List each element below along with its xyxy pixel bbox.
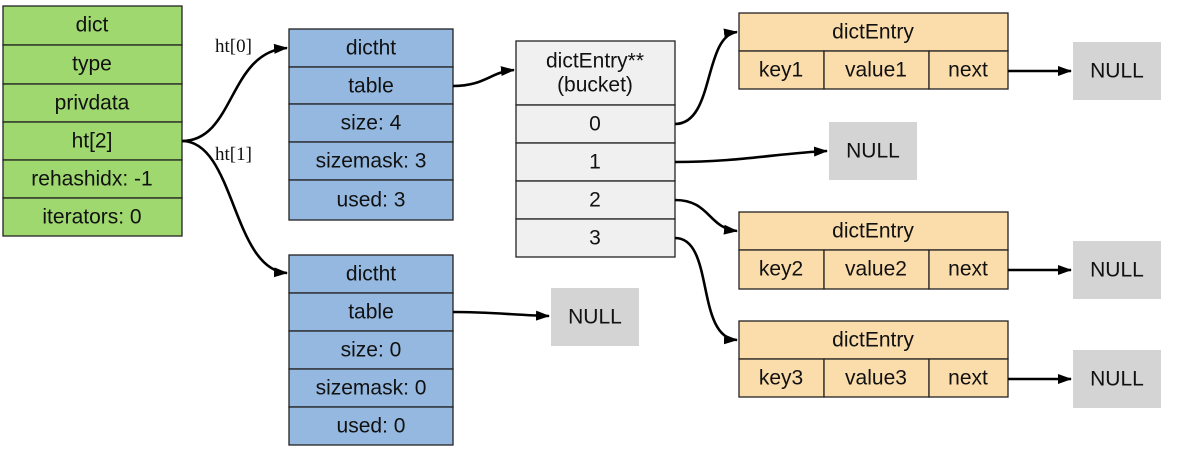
dict-entry-1-title: dictEntry [832,21,914,44]
dict-entry-3-next: next [948,367,988,390]
dict-entry-2-next-cell [928,249,1009,290]
dict-box: dict type privdata ht[2] rehashidx: -1 i… [2,5,183,237]
null-label-entry-3: NULL [1090,368,1144,391]
dictht1-sizemask-text: sizemask: 0 [316,377,427,400]
connector-arrows [181,28,1072,384]
bucket-slot-3 [515,218,676,258]
bucket-slot-0 [515,104,676,144]
dictht0-box: dictht table size: 4 sizemask: 3 used: 3 [288,28,454,221]
bucket-header-line1: dictEntry** [546,50,644,73]
dict-row-iterators [2,197,183,237]
dict-entry-2-key: key2 [759,258,803,281]
dict-iterators-text: iterators: 0 [42,206,141,229]
dictht0-table-text: table [348,75,394,98]
dict-title-text: dict [76,14,109,37]
dict-row-title [2,5,183,46]
bucket-slot-2 [515,180,676,220]
dict-rehashidx-text: rehashidx: -1 [31,168,152,191]
null-label-bucket-1: NULL [846,140,900,163]
dict-row-type [2,44,183,85]
dict-entry-1-next: next [948,59,988,82]
dict-privdata-text: privdata [55,92,130,115]
dictht1-row-title [288,254,454,294]
dict-entry-3: dictEntry key3 value3 next [738,320,1009,398]
dictht1-row-used [288,406,454,446]
null-label-entry-1: NULL [1090,60,1144,83]
dictht1-used-text: used: 0 [337,415,406,438]
bucket-header [515,40,676,106]
arrow-bucket0-to-entry1 [674,28,738,126]
null-box-entry-3-bg [1073,350,1161,408]
null-label-entry-2: NULL [1090,259,1144,282]
dictht1-row-size [288,330,454,370]
dict-type-text: type [72,53,112,76]
bucket-slot-1 [515,142,676,182]
null-box-entry-2: NULL [1073,241,1161,299]
dictht1-box: dictht table size: 0 sizemask: 0 used: 0 [288,254,454,446]
dict-entry-1-value: value1 [845,59,907,82]
dictht0-used-text: used: 3 [337,189,406,212]
dict-entry-2-value: value2 [845,258,907,281]
null-box-entry-2-bg [1073,241,1161,299]
dict-entry-2-value-cell [823,249,930,290]
bucket-array: dictEntry** (bucket) 0 1 2 3 [515,40,676,258]
dictht0-size-text: size: 4 [341,112,402,135]
arrow-bucket2-to-entry2 [674,198,738,235]
dict-entry-1: dictEntry key1 value1 next [738,12,1009,90]
dictht1-title-text: dictht [346,263,396,286]
dict-entry-2-next: next [948,258,988,281]
bucket-slot-1-text: 1 [589,151,601,174]
dict-entry-1-next-cell [928,50,1009,90]
dict-entry-1-key-cell [738,50,825,90]
edge-label-ht0: ht[0] [215,36,252,57]
dict-entry-3-key: key3 [759,367,803,390]
dict-row-privdata [2,83,183,123]
dict-entry-2-title-cell [738,211,1009,251]
arrow-bucket3-to-entry3 [674,236,738,345]
dict-entry-2: dictEntry key2 value2 next [738,211,1009,290]
arrow-ht1-to-dictht1 [181,139,288,278]
dictht1-table-text: table [348,301,394,324]
dict-entry-3-title-cell [738,320,1009,360]
arrow-ht0-to-dictht0 [181,43,288,143]
null-box-dictht1-table: NULL [551,288,639,346]
dict-entry-3-title: dictEntry [832,329,914,352]
dictht0-title-text: dictht [346,37,396,60]
dict-entry-3-key-cell [738,358,825,398]
null-box-dictht1-table-bg [551,288,639,346]
arrow-table-to-bucket [452,66,515,88]
bucket-slot-0-text: 0 [589,113,601,136]
null-box-bucket-1-bg [829,122,917,180]
edge-label-ht1: ht[1] [215,144,252,165]
null-box-entry-1-bg [1073,42,1161,100]
bucket-slot-3-text: 3 [589,227,601,250]
bucket-header-line2: (bucket) [557,74,633,97]
null-label-dictht1-table: NULL [568,306,622,329]
dictht0-row-table [288,66,454,105]
dict-entry-1-title-cell [738,12,1009,52]
dict-entry-2-title: dictEntry [832,220,914,243]
null-box-entry-3: NULL [1073,350,1161,408]
null-box-bucket-1: NULL [829,122,917,180]
dictht1-size-text: size: 0 [341,339,402,362]
dictht0-row-used [288,179,454,221]
dict-entry-2-key-cell [738,249,825,290]
dictht0-row-sizemask [288,141,454,181]
arrow-dictht1-table-to-null [452,310,550,321]
null-box-entry-1: NULL [1073,42,1161,100]
arrow-bucket1-to-null [674,146,828,164]
bucket-slot-2-text: 2 [589,189,601,212]
dict-entry-1-key: key1 [759,59,803,82]
dictht0-sizemask-text: sizemask: 3 [316,150,427,173]
dict-ht-text: ht[2] [72,130,113,153]
dict-entry-3-value: value3 [845,367,907,390]
